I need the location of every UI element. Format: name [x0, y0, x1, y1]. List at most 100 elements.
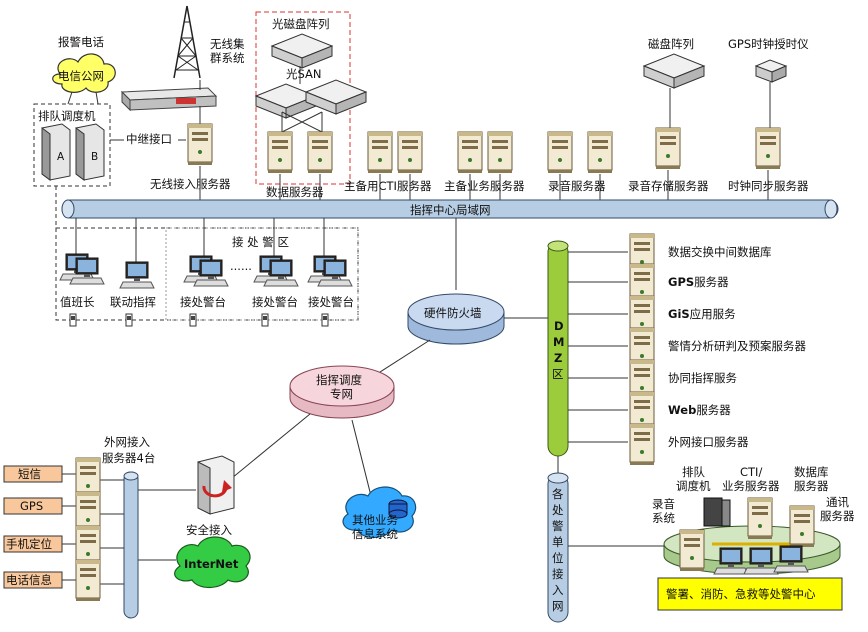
input-phone-info: 电话信息	[6, 573, 52, 587]
clock-sync-server	[755, 127, 781, 170]
phone-icon	[321, 313, 329, 327]
sub-cti-server	[747, 497, 773, 540]
svg-text:单: 单	[552, 535, 564, 549]
business-server-2	[487, 131, 513, 174]
dmz-char: D	[554, 319, 564, 333]
dmz-server-label: Web服务器	[668, 403, 731, 417]
dmz-server-label: 外网接口服务器	[668, 435, 749, 449]
record-server-2	[587, 131, 613, 174]
dmz-char: 区	[552, 367, 564, 381]
sub-queue-label: 排队	[682, 465, 705, 479]
svg-text:入: 入	[552, 583, 564, 597]
record-server-1	[547, 131, 573, 174]
dmz-char: Z	[554, 351, 562, 365]
wireless-access-server	[187, 123, 213, 166]
joint-command-workstation	[119, 261, 155, 289]
sub-comm-label: 通讯	[826, 495, 849, 509]
fiber-disk-array	[271, 33, 333, 69]
svg-text:警: 警	[552, 519, 564, 533]
lan-label: 指挥中心局域网	[410, 203, 491, 217]
telecom-cloud: 电信公网	[52, 53, 116, 93]
command-center-lan: 指挥中心局域网	[61, 199, 839, 219]
svg-text:A: A	[57, 151, 65, 163]
police-console-3	[308, 256, 352, 286]
duty-chief-workstation	[60, 254, 104, 284]
telecom-label: 电信公网	[58, 69, 104, 83]
phone-icon	[189, 313, 197, 327]
svg-text:各: 各	[552, 487, 564, 501]
dmz-server-external-interface	[629, 423, 655, 466]
sub-db-server	[789, 505, 815, 548]
svg-text:网: 网	[552, 599, 564, 613]
data-server-1	[267, 131, 293, 174]
dmz-zone: D M Z 区	[547, 240, 569, 457]
svg-text:系统: 系统	[652, 511, 675, 525]
wireless-tower	[173, 5, 201, 79]
internet-cloud: InterNet	[174, 536, 251, 589]
input-sms: 短信	[18, 467, 41, 481]
sub-rec-server	[679, 529, 705, 572]
dmz-server-label: 警情分析研判及预案服务器	[668, 339, 806, 353]
svg-text:群系统: 群系统	[210, 51, 245, 65]
phone-icon	[261, 313, 269, 327]
disk-array-label: 磁盘阵列	[648, 37, 694, 51]
san-switch-2	[305, 79, 367, 115]
phone-icon	[69, 313, 77, 327]
svg-text:位: 位	[552, 551, 564, 565]
secure-access-device	[197, 455, 235, 515]
dispatch-net-line2: 专网	[330, 387, 353, 401]
firewall-label: 硬件防火墙	[424, 306, 482, 320]
business-server-label: 主备业务服务器	[444, 179, 525, 193]
dispatch-net-line1: 指挥调度	[316, 373, 362, 387]
data-server-label: 数据服务器	[266, 185, 324, 199]
sub-rec-label: 录音	[652, 497, 675, 511]
business-server-1	[457, 131, 483, 174]
sub-center-caption-box	[657, 577, 843, 611]
gps-clock-label: GPS时钟授时仪	[728, 37, 809, 51]
station-duty-chief: 值班长	[60, 295, 95, 309]
alarm-phone-label: 报警电话	[58, 35, 104, 49]
police-area-dots: ......	[230, 259, 252, 273]
gps-clock-device	[754, 59, 788, 83]
station-console-2: 接处警台	[252, 295, 298, 309]
dmz-server-label: GPS服务器	[668, 275, 729, 289]
input-sms-box	[3, 465, 63, 483]
input-gps: GPS	[20, 499, 43, 513]
station-joint-command: 联动指挥	[110, 295, 156, 309]
svg-text:服务器4台: 服务器4台	[102, 451, 155, 465]
external-server-4	[75, 559, 101, 602]
external-access-label: 外网接入	[104, 435, 150, 449]
sub-cti-label: CTI/	[740, 465, 762, 479]
sub-center-caption: 警署、消防、急救等处警中心	[666, 587, 816, 601]
unit-access-network: 各 处 警 单 位 接 入 网	[547, 472, 569, 623]
svg-text:调度机: 调度机	[676, 479, 711, 493]
station-console-3: 接处警台	[308, 295, 354, 309]
fiber-san-label: 光SAN	[286, 67, 321, 81]
wireless-trunk-label: 无线集	[210, 37, 245, 51]
svg-text:服务器: 服务器	[820, 509, 855, 523]
cti-server-1	[367, 131, 393, 174]
input-gps-box	[3, 497, 63, 515]
disk-array	[643, 53, 705, 89]
svg-text:接: 接	[552, 567, 564, 581]
dmz-char: M	[553, 335, 564, 349]
dispatcher-unit-a: A	[41, 123, 71, 181]
record-server-label: 录音服务器	[548, 179, 606, 193]
wireless-access-server-label: 无线接入服务器	[150, 177, 231, 191]
input-mobile-location: 手机定位	[6, 537, 52, 551]
secure-access-label: 安全接入	[186, 523, 232, 537]
input-phone-info-box	[3, 571, 63, 589]
external-access-bus	[123, 471, 139, 619]
svg-text:业务服务器: 业务服务器	[722, 479, 780, 493]
police-area-title: 接 处 警 区	[232, 235, 289, 249]
svg-text:处: 处	[552, 503, 564, 517]
queue-dispatcher-frame	[33, 103, 111, 187]
fiber-array-label: 光磁盘阵列	[272, 17, 330, 31]
svg-text:B: B	[91, 151, 98, 163]
data-server-2	[307, 131, 333, 174]
queue-dispatcher-label: 排队调度机	[38, 109, 96, 123]
cti-server-label: 主备用CTI服务器	[344, 179, 432, 193]
police-console-2	[254, 256, 298, 286]
dispatch-private-network: 指挥调度 专网	[289, 365, 395, 419]
dmz-server-label: 协同指挥服务	[668, 371, 737, 385]
